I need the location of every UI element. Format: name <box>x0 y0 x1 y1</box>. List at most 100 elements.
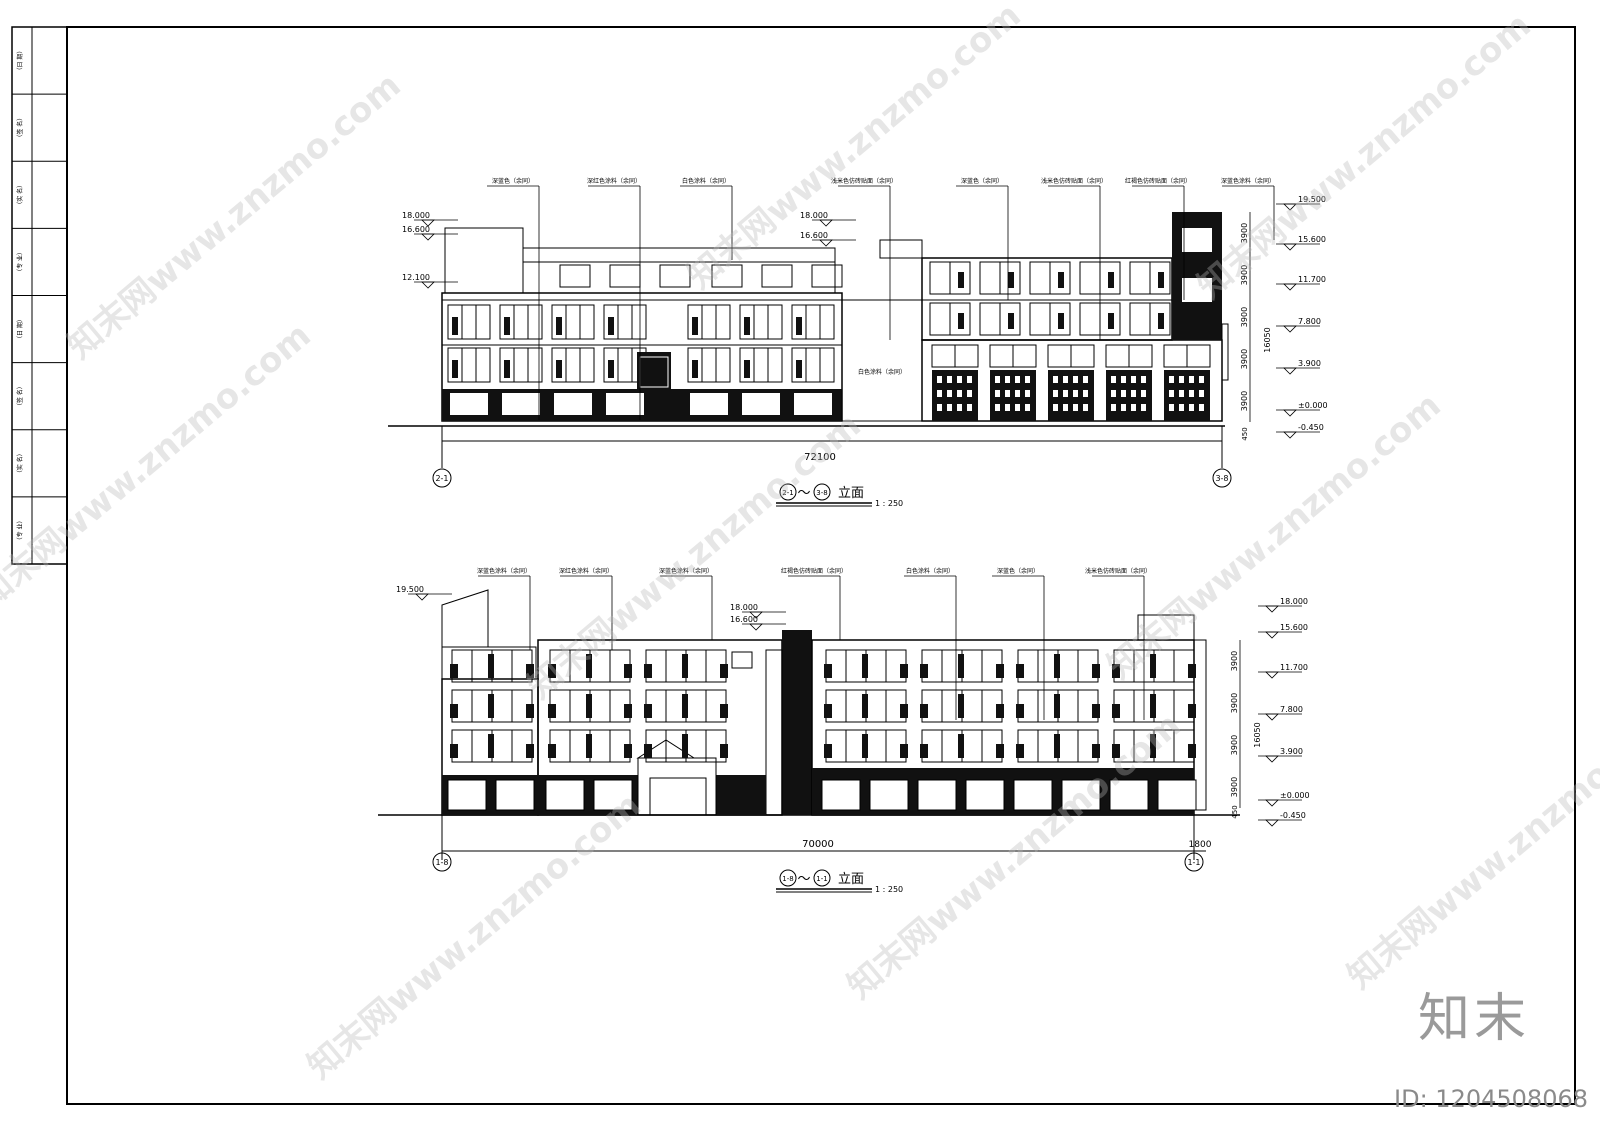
level-marker: 16.600 <box>800 231 828 240</box>
watermark: 知末网www.znzmo.com <box>60 65 409 367</box>
elev1-scale: 1 : 250 <box>875 499 903 508</box>
material-annotation: 深红色涂料（余同） <box>587 177 641 185</box>
title-block-row: （签 名） <box>16 115 24 141</box>
level-marker: 18.000 <box>1280 597 1308 606</box>
material-annotation: 深红色涂料（余同） <box>559 567 613 575</box>
material-annotation: 深蓝色涂料（余同） <box>659 567 713 575</box>
title-block-row: （日 期） <box>16 316 24 342</box>
level-marker: 18.000 <box>402 211 430 220</box>
elev1-title: 2-1 ～ 3-8 立面 1 : 250 <box>776 483 903 508</box>
level-marker: ±0.000 <box>1280 791 1310 800</box>
level-marker: 7.800 <box>1280 705 1303 714</box>
level-marker: 19.500 <box>396 585 424 594</box>
watermark: 知末网www.znzmo.com <box>1100 385 1449 687</box>
material-annotation: 浅米色仿砖贴面（余同） <box>831 177 897 185</box>
level-marker: 18.000 <box>800 211 828 220</box>
floor-dim: 3900 <box>1240 307 1249 327</box>
elev1-grid-bubble-right <box>1212 468 1232 488</box>
level-marker: 16.600 <box>730 615 758 624</box>
elev1-grid-right: 3-8 <box>1215 474 1228 483</box>
elev1-grid-left: 2-1 <box>435 474 448 483</box>
elev2-total-dim: 70000 <box>802 839 834 850</box>
level-marker: 7.800 <box>1298 317 1321 326</box>
elev2-grid-right: 1-1 <box>1187 858 1200 867</box>
watermark: 知末网www.znzmo.com <box>300 785 649 1087</box>
floor-dim: 3900 <box>1230 693 1239 713</box>
svg-text:～: ～ <box>797 486 810 501</box>
elev2-title: 1-8 ～ 1-1 立面 1 : 250 <box>776 869 903 894</box>
material-annotation: 白色涂料（余同） <box>682 177 730 185</box>
title-block-row: （专 业） <box>16 517 24 543</box>
elev1-levels: 18.000 16.600 12.100 16.600 18.000 19.500 15.6… <box>402 195 1328 441</box>
level-marker: 3.900 <box>1298 359 1321 368</box>
level-marker: 16.600 <box>402 225 430 234</box>
material-annotation: 红褐色仿砖贴面（余同） <box>1125 177 1191 185</box>
svg-text:2-1: 2-1 <box>782 489 793 497</box>
elev1-total-dim: 72100 <box>804 452 836 463</box>
title-block-row: （实 名） <box>16 450 24 476</box>
watermark: 知末网www.znzmo.com <box>680 0 1029 297</box>
level-marker: 3.900 <box>1280 747 1303 756</box>
total-height-dim: 16050 <box>1263 327 1272 352</box>
total-height-dim: 16050 <box>1253 722 1262 747</box>
level-marker: 18.000 <box>730 603 758 612</box>
watermark: 知末网www.znzmo.com <box>1190 5 1539 307</box>
elev2-grid-left: 1-8 <box>435 858 448 867</box>
level-marker: 15.600 <box>1280 623 1308 632</box>
watermark: 知末网www.znzmo.com <box>1340 695 1600 997</box>
svg-text:1-8: 1-8 <box>782 875 793 883</box>
level-marker: 11.700 <box>1298 275 1326 284</box>
material-annotation: 深蓝色涂料（余同） <box>1221 177 1275 185</box>
base-dim: 450 <box>1241 427 1249 440</box>
material-annotation: 红褐色仿砖贴面（余同） <box>781 567 847 575</box>
title-block-row: （日 期） <box>16 48 24 74</box>
svg-text:～: ～ <box>797 872 810 887</box>
floor-dim: 3900 <box>1230 777 1239 797</box>
material-annotation: 白色涂料（余同） <box>906 567 954 575</box>
material-annotation: 浅米色仿砖贴面（余同） <box>1085 567 1151 575</box>
watermark: 知末网www.znzmo.com <box>840 705 1189 1007</box>
elev2-levels: 19.500 18.000 16.600 18.000 15.600 11.700 7.80… <box>396 585 1310 827</box>
elev2-scale: 1 : 250 <box>875 885 903 894</box>
elevation-1: 72100 2-1 3-8 2-1 ～ 3-8 立面 1 : 250 白色涂料（… <box>388 212 1232 508</box>
sheet-border <box>66 26 1576 1105</box>
material-annotation: 深蓝色（余同） <box>492 177 534 185</box>
material-annotation: 深蓝色（余同） <box>997 567 1039 575</box>
level-marker: 15.600 <box>1298 235 1326 244</box>
level-marker: -0.450 <box>1298 423 1324 432</box>
elev1-grid-bubble-left <box>432 468 452 488</box>
svg-text:立面: 立面 <box>838 872 864 887</box>
elev2-side-dim: 1800 <box>1189 840 1212 850</box>
title-block-rows: （日 期） （签 名） （实 名） （专 业） （日 期） （签 名） （实 名） （专 业） <box>12 48 67 543</box>
title-block-row: （实 名） <box>16 182 24 208</box>
elev1-annotations: 深蓝色（余同） 深红色涂料（余同） 白色涂料（余同） 浅米色仿砖贴面（余同） 深蓝色（余… <box>487 177 1275 420</box>
level-marker: 12.100 <box>402 273 430 282</box>
svg-text:立面: 立面 <box>838 486 864 501</box>
svg-text:3-8: 3-8 <box>816 489 827 497</box>
floor-dim: 3900 <box>1240 265 1249 285</box>
material-annotation: 浅米色仿砖贴面（余同） <box>1041 177 1107 185</box>
floor-dim: 3900 <box>1230 735 1239 755</box>
base-dim: 450 <box>1231 805 1239 818</box>
elev2-annotations: 深蓝色涂料（余同） 深红色涂料（余同） 深蓝色涂料（余同） 红褐色仿砖贴面（余同） 白色… <box>477 567 1151 720</box>
svg-text:1-1: 1-1 <box>816 875 827 883</box>
level-marker: 11.700 <box>1280 663 1308 672</box>
watermark: 知末网www.znzmo.com <box>520 405 869 707</box>
material-annotation: 深蓝色涂料（余同） <box>477 567 531 575</box>
level-marker: -0.450 <box>1280 811 1306 820</box>
title-block-row: （专 业） <box>16 249 24 275</box>
floor-dim: 3900 <box>1240 391 1249 411</box>
brand-logo: 知末 <box>1417 989 1530 1049</box>
title-block-row: （签 名） <box>16 383 24 409</box>
level-marker: 19.500 <box>1298 195 1326 204</box>
elev1-inner-note: 白色涂料（余同） <box>858 368 906 376</box>
floor-dim: 3900 <box>1240 349 1249 369</box>
elevation-2: 70000 1800 1-8 1-1 1-8 ～ 1-1 立面 1 : 250 <box>378 589 1240 894</box>
watermark: 知末网www.znzmo.com <box>0 315 319 617</box>
floor-dim: 3900 <box>1240 223 1249 243</box>
floor-dim: 3900 <box>1230 651 1239 671</box>
material-annotation: 深蓝色（余同） <box>961 177 1003 185</box>
drawing-id: ID: 1204508068 <box>1394 1085 1588 1113</box>
level-marker: ±0.000 <box>1298 401 1328 410</box>
